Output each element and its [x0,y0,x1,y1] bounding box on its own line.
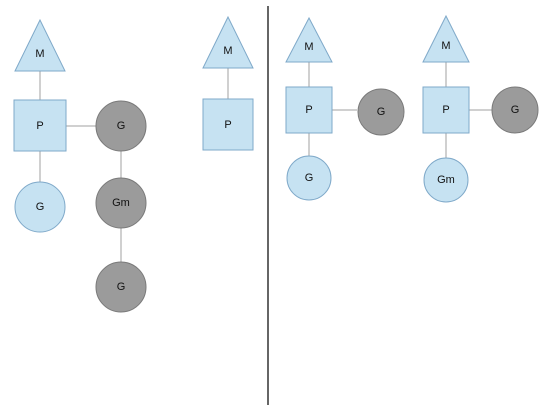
goroutine-next-label: G [117,281,126,293]
goroutine-gm-label: Gm [437,174,455,186]
goroutine-running-node: G [491,86,539,134]
goroutine-local-node: G [14,181,66,233]
processor-node: P [422,86,470,134]
goroutine-local-label: G [305,172,314,184]
left-group-2: M P [202,15,254,151]
goroutine-running-node: G [95,100,147,152]
goroutine-gm-node: Gm [423,157,469,203]
processor-label: P [442,104,449,116]
goroutine-gm-node: Gm [95,177,147,229]
processor-label: P [305,104,312,116]
processor-node: P [202,98,254,151]
goroutine-gm-label: Gm [112,197,130,209]
right-group-1: M P G G [285,16,405,201]
machine-label: M [304,41,313,53]
machine-node: M [422,14,470,63]
machine-node: M [202,15,254,69]
right-group-2: M P G Gm [422,14,539,203]
processor-label: P [36,120,43,132]
processor-node: P [13,99,67,152]
goroutine-local-node: G [286,155,332,201]
processor-label: P [224,119,231,131]
goroutine-local-label: G [36,201,45,213]
processor-node: P [285,86,333,134]
machine-node: M [285,16,333,63]
goroutine-running-label: G [511,104,520,116]
machine-label: M [35,48,44,60]
machine-label: M [441,40,450,52]
goroutine-running-node: G [357,88,405,136]
left-group-1: M P G G Gm G [13,18,147,313]
goroutine-running-label: G [117,120,126,132]
goroutine-next-node: G [95,261,147,313]
machine-node: M [14,18,66,72]
machine-label: M [223,45,232,57]
goroutine-running-label: G [377,106,386,118]
